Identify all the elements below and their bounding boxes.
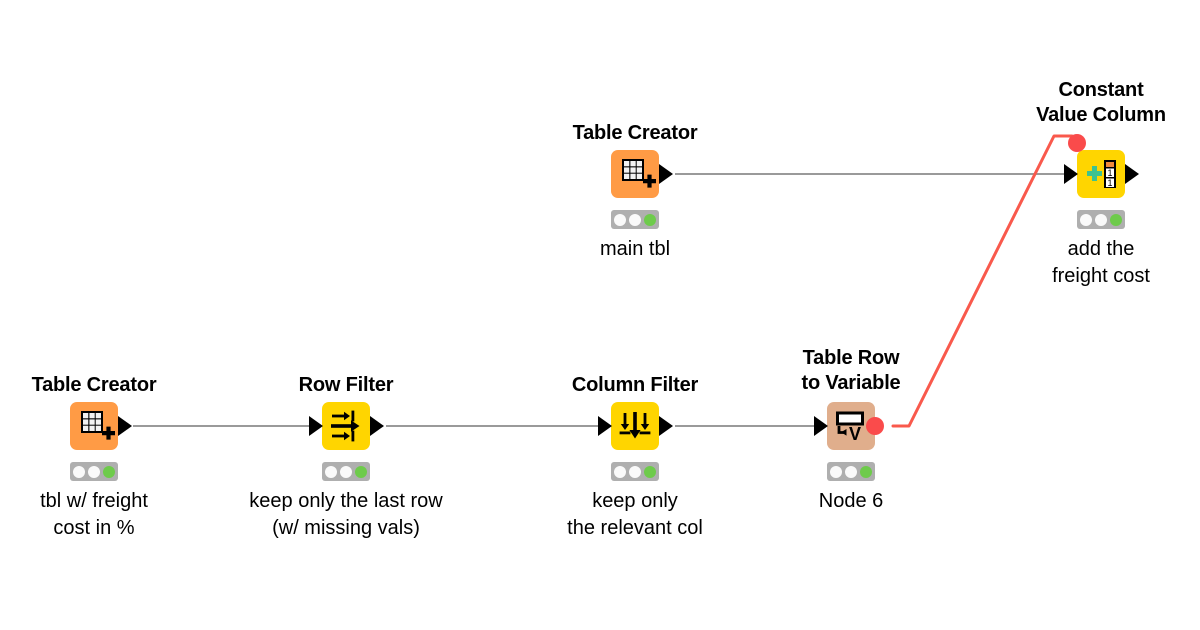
- status-bar: [322, 462, 370, 481]
- column-filter-icon: [611, 402, 659, 450]
- node-title: Row Filter: [298, 374, 394, 396]
- input-port-data[interactable]: [309, 416, 323, 436]
- status-bar: [827, 462, 875, 481]
- status-dot-idle: [325, 465, 337, 478]
- input-port-data[interactable]: [598, 416, 612, 436]
- status-dot-idle: [73, 465, 85, 478]
- node-box[interactable]: [70, 402, 132, 450]
- node-title: Constant Value Column: [1036, 79, 1166, 126]
- status-dot-executed: [355, 465, 367, 478]
- node-label: keep only the last row (w/ missing vals): [249, 490, 443, 539]
- status-dot-idle: [830, 465, 842, 478]
- table-creator-icon: [70, 402, 118, 450]
- node-box[interactable]: [309, 402, 384, 450]
- node-title: Column Filter: [571, 374, 699, 396]
- status-dot-executed: [103, 465, 115, 478]
- node-constant-value-column[interactable]: Constant Value Column 1 1: [1036, 79, 1166, 287]
- status-dot-configured: [629, 465, 641, 478]
- node-box[interactable]: [598, 402, 673, 450]
- status-dot-executed: [860, 465, 872, 478]
- output-port-data[interactable]: [659, 164, 673, 184]
- node-label: Node 6: [818, 490, 884, 512]
- status-dot-executed: [1110, 213, 1122, 226]
- svg-text:1: 1: [1108, 168, 1113, 178]
- status-dot-configured: [88, 465, 100, 478]
- status-dot-configured: [340, 465, 352, 478]
- output-port-data[interactable]: [1125, 164, 1139, 184]
- status-dot-idle: [614, 213, 626, 226]
- node-title: Table Creator: [31, 374, 157, 396]
- node-table-creator-main[interactable]: Table Creator main tbl: [573, 122, 698, 260]
- svg-text:V: V: [849, 424, 861, 444]
- status-dot-configured: [1095, 213, 1107, 226]
- status-dot-executed: [644, 213, 656, 226]
- status-bar: [611, 210, 659, 229]
- node-column-filter[interactable]: Column Filter: [567, 374, 703, 539]
- input-port-data[interactable]: [1064, 164, 1078, 184]
- status-dot-configured: [845, 465, 857, 478]
- node-row-filter[interactable]: Row Filter: [249, 374, 442, 539]
- status-dot-idle: [614, 465, 626, 478]
- node-box[interactable]: V: [814, 402, 884, 450]
- node-table-row-to-variable[interactable]: Table Row to Variable V Node 6: [791, 347, 911, 512]
- status-bar: [70, 462, 118, 481]
- node-label: main tbl: [599, 238, 671, 260]
- input-port-flow-variable[interactable]: [1068, 134, 1086, 152]
- input-port-data[interactable]: [814, 416, 828, 436]
- output-port-data[interactable]: [118, 416, 132, 436]
- node-label: keep only the relevant col: [567, 490, 703, 539]
- status-dot-executed: [644, 465, 656, 478]
- output-port-data[interactable]: [370, 416, 384, 436]
- status-bar: [611, 462, 659, 481]
- output-port-data[interactable]: [659, 416, 673, 436]
- node-table-creator-freight[interactable]: Table Creator tbl w/ freight cost: [32, 374, 157, 539]
- constant-value-column-icon: 1 1: [1077, 150, 1125, 198]
- row-filter-icon: [322, 402, 370, 450]
- table-creator-icon: [611, 150, 659, 198]
- node-label: tbl w/ freight cost in %: [40, 490, 148, 539]
- output-port-flow-variable[interactable]: [866, 417, 884, 435]
- node-label: add the freight cost: [1052, 238, 1150, 287]
- node-box[interactable]: [611, 150, 673, 198]
- table-row-to-variable-icon: V: [827, 402, 875, 450]
- status-dot-idle: [1080, 213, 1092, 226]
- node-title: Table Row to Variable: [801, 347, 901, 394]
- node-title: Table Creator: [572, 122, 698, 144]
- node-box[interactable]: 1 1: [1064, 134, 1139, 198]
- status-dot-configured: [629, 213, 641, 226]
- svg-text:1: 1: [1108, 178, 1113, 188]
- status-bar: [1077, 210, 1125, 229]
